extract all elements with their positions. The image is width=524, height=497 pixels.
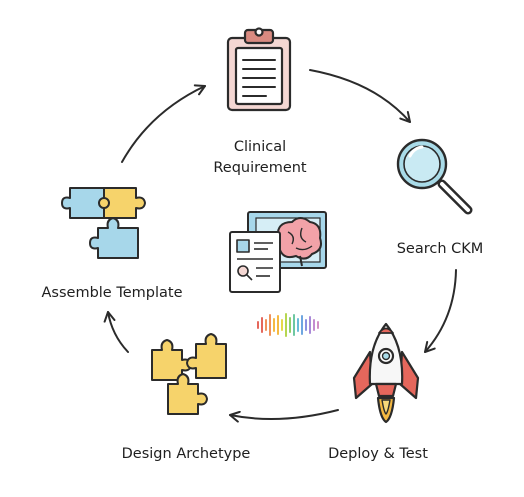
rocket-icon xyxy=(352,322,420,424)
form-document-icon xyxy=(229,231,281,293)
signal-waveform-icon xyxy=(257,313,319,337)
puzzle-piece xyxy=(61,187,105,219)
label-assemble-template: Assemble Template xyxy=(41,285,183,301)
label-line: Clinical xyxy=(233,139,287,155)
assembled-puzzle-icon xyxy=(61,187,146,259)
label-deploy-test: Deploy & Test xyxy=(328,446,428,462)
label-line: Requirement xyxy=(213,160,307,176)
arrow-search-to-deploy xyxy=(424,269,457,353)
clipboard-icon xyxy=(226,27,292,112)
arrow-clinical-to-search xyxy=(309,69,411,123)
puzzle-pieces-icon xyxy=(151,333,227,415)
puzzle-piece xyxy=(89,217,139,259)
puzzle-piece xyxy=(151,339,192,381)
label-clinical-requirement: Clinical Requirement xyxy=(196,137,324,179)
puzzle-piece xyxy=(167,373,208,415)
puzzle-piece xyxy=(103,187,146,219)
label-design-archetype: Design Archetype xyxy=(121,446,251,462)
label-search-ckm: Search CKM xyxy=(396,241,484,257)
puzzle-piece xyxy=(186,333,227,379)
magnifier-icon xyxy=(396,138,473,215)
arrow-design-to-assemble xyxy=(103,311,129,353)
arrow-deploy-to-design xyxy=(229,409,339,423)
arrow-assemble-to-clinical xyxy=(121,84,206,163)
cycle-arrows xyxy=(103,69,457,423)
